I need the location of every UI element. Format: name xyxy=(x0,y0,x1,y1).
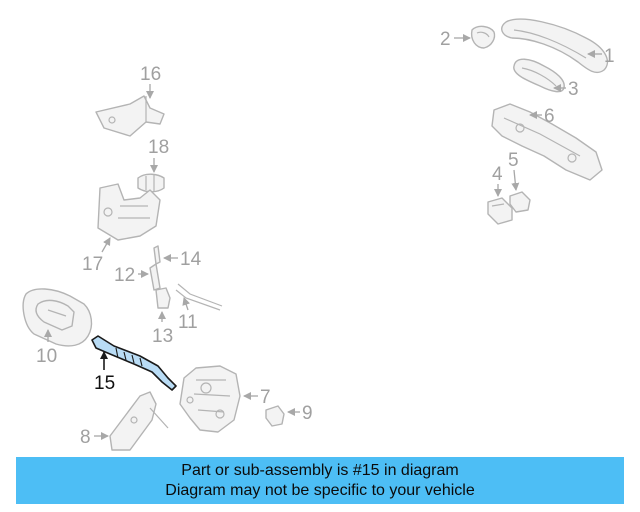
callout-16: 16 xyxy=(140,64,161,99)
svg-text:11: 11 xyxy=(178,312,198,333)
svg-text:7: 7 xyxy=(260,387,271,408)
svg-text:16: 16 xyxy=(140,64,161,85)
parts-diagram: 1 2 3 6 4 5 xyxy=(22,18,615,451)
part-13-rod-clip[interactable] xyxy=(155,287,171,309)
part-5-lock-cap[interactable] xyxy=(509,191,531,213)
callout-10: 10 xyxy=(36,329,57,367)
part-9-bumper[interactable] xyxy=(265,405,285,427)
callout-8: 8 xyxy=(80,427,109,448)
part-7-latch-assembly[interactable] xyxy=(179,365,241,433)
svg-text:2: 2 xyxy=(440,29,451,50)
callout-13: 13 xyxy=(152,311,173,347)
part-1-outside-handle[interactable] xyxy=(501,18,609,74)
callout-12: 12 xyxy=(114,265,149,286)
svg-text:10: 10 xyxy=(36,346,57,367)
svg-text:5: 5 xyxy=(508,150,519,171)
banner-line-1: Part or sub-assembly is #15 in diagram xyxy=(181,461,459,479)
svg-text:14: 14 xyxy=(180,249,202,270)
part-11-lock-rod[interactable] xyxy=(175,283,223,311)
svg-text:12: 12 xyxy=(114,265,135,286)
svg-text:15: 15 xyxy=(94,373,115,394)
callout-17: 17 xyxy=(82,237,111,275)
callout-6: 6 xyxy=(529,106,555,127)
callout-4: 4 xyxy=(492,164,503,197)
part-12-rod[interactable] xyxy=(149,263,161,291)
part-2-pad[interactable] xyxy=(470,25,496,49)
svg-text:17: 17 xyxy=(82,254,103,275)
svg-text:18: 18 xyxy=(148,137,169,158)
callout-2: 2 xyxy=(440,29,471,50)
callout-3: 3 xyxy=(553,79,579,100)
callout-18: 18 xyxy=(148,137,169,173)
info-banner: Part or sub-assembly is #15 in diagram D… xyxy=(16,457,624,504)
part-4-lock-cylinder[interactable] xyxy=(487,197,513,225)
svg-text:9: 9 xyxy=(302,403,313,424)
part-10-inside-handle[interactable] xyxy=(22,288,93,347)
part-18-hinge-pin[interactable] xyxy=(137,173,165,193)
svg-text:8: 8 xyxy=(80,427,91,448)
svg-text:13: 13 xyxy=(152,326,173,347)
callout-1: 1 xyxy=(587,46,615,67)
callout-11: 11 xyxy=(178,297,198,333)
part-15-cable-highlighted[interactable] xyxy=(91,335,177,391)
part-16-upper-hinge[interactable] xyxy=(95,95,165,137)
part-8-bracket[interactable] xyxy=(109,391,169,451)
callout-7: 7 xyxy=(243,387,271,408)
svg-text:4: 4 xyxy=(492,164,503,185)
part-3-gasket[interactable] xyxy=(513,58,565,93)
part-17-lower-hinge[interactable] xyxy=(97,183,161,241)
callout-9: 9 xyxy=(287,403,313,424)
svg-text:1: 1 xyxy=(604,46,615,67)
banner-line-2: Diagram may not be specific to your vehi… xyxy=(165,481,475,499)
svg-text:6: 6 xyxy=(544,106,555,127)
svg-text:3: 3 xyxy=(568,79,579,100)
callout-5: 5 xyxy=(508,150,520,191)
part-14-clip[interactable] xyxy=(153,245,161,265)
callout-15: 15 xyxy=(94,351,115,394)
callout-14: 14 xyxy=(163,249,202,270)
